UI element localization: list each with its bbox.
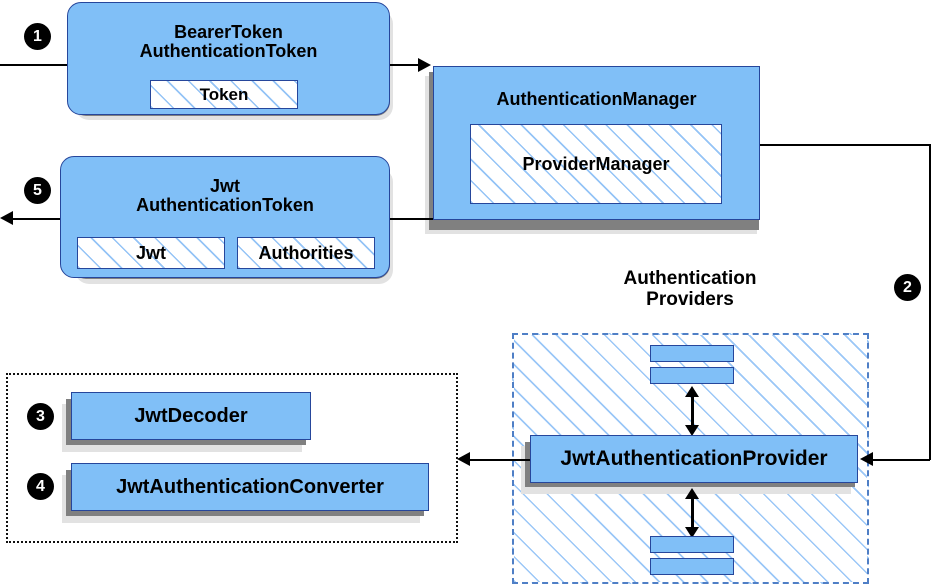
arrowhead-provider-top-up-icon xyxy=(685,386,699,397)
node-jwt-authentication-provider[interactable]: JwtAuthenticationProvider xyxy=(530,435,858,483)
arrowhead-token-to-manager-icon xyxy=(418,58,431,72)
bearer-token-inner-label: Token xyxy=(199,84,249,104)
provider-stack-bar-top-2 xyxy=(650,367,734,384)
authentication-providers-caption: Authentication Providers xyxy=(560,268,820,311)
connector-provider-top xyxy=(691,390,694,432)
arrowhead-into-provider-icon xyxy=(860,452,873,466)
step-marker-3: 3 xyxy=(28,404,53,429)
arrowhead-provider-top-down-icon xyxy=(685,425,699,436)
jwt-converter-title: JwtAuthenticationConverter xyxy=(116,475,384,498)
connector-provider-bottom xyxy=(691,492,694,534)
node-jwt-decoder[interactable]: JwtDecoder xyxy=(71,392,311,440)
arrowhead-provider-bottom-down-icon xyxy=(685,527,699,538)
node-jwt-token-inner-jwt[interactable]: Jwt xyxy=(77,237,225,269)
jwt-token-title-line1: Jwt xyxy=(209,176,240,197)
step-marker-4: 4 xyxy=(28,474,53,499)
jwt-decoder-title: JwtDecoder xyxy=(134,404,248,427)
step-marker-5: 5 xyxy=(25,178,50,203)
provider-manager-label: ProviderManager xyxy=(522,153,670,174)
connector-request-in xyxy=(0,64,70,66)
jwt-provider-title: JwtAuthenticationProvider xyxy=(560,446,828,470)
connector-manager-down xyxy=(929,144,931,460)
jwt-token-inner-authorities-label: Authorities xyxy=(258,242,354,263)
providers-caption-line2: Providers xyxy=(646,289,734,311)
connector-manager-out xyxy=(760,144,931,146)
node-jwt-token-inner-authorities[interactable]: Authorities xyxy=(237,237,375,269)
node-jwt-authentication-converter[interactable]: JwtAuthenticationConverter xyxy=(71,463,429,511)
jwt-token-inner-jwt-label: Jwt xyxy=(135,242,166,263)
authentication-manager-title: AuthenticationManager xyxy=(496,89,697,109)
connector-provider-to-components xyxy=(470,459,530,461)
providers-caption-line1: Authentication xyxy=(623,268,757,289)
provider-stack-bar-bottom-1 xyxy=(650,536,734,553)
connector-manager-to-jwt-token xyxy=(390,218,433,220)
node-provider-manager[interactable]: ProviderManager xyxy=(470,124,722,204)
connector-response-out xyxy=(12,218,72,220)
bearer-token-title-line2: AuthenticationToken xyxy=(139,40,318,61)
connector-into-provider xyxy=(872,459,930,461)
provider-stack-bar-top-1 xyxy=(650,345,734,362)
step-marker-2: 2 xyxy=(895,275,920,300)
provider-stack-bar-bottom-2 xyxy=(650,558,734,575)
connector-token-to-manager xyxy=(390,64,422,66)
jwt-token-title-line2: AuthenticationToken xyxy=(136,195,314,215)
step-marker-1: 1 xyxy=(25,24,50,49)
node-bearer-token-inner-token[interactable]: Token xyxy=(150,80,298,109)
arrowhead-provider-to-components-icon xyxy=(457,452,470,466)
bearer-token-title-line1: BearerToken xyxy=(174,21,283,42)
arrowhead-provider-bottom-up-icon xyxy=(685,488,699,499)
arrowhead-response-out-icon xyxy=(0,211,13,225)
